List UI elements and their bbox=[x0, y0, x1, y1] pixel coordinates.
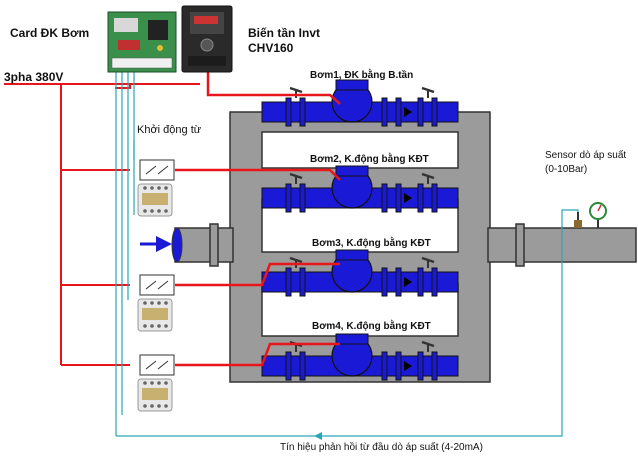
power-lines bbox=[4, 70, 341, 367]
starter-2 bbox=[137, 159, 175, 217]
pump1-label: Bơm1, ĐK bằng B.tần bbox=[310, 70, 414, 81]
pump2-label: Bơm2, K.động bằng KĐT bbox=[310, 154, 429, 165]
pump-2 bbox=[261, 165, 459, 213]
inverter-label-line2: CHV160 bbox=[248, 41, 294, 55]
check-valve-icon bbox=[404, 361, 412, 371]
sensor-label-line2: (0-10Bar) bbox=[545, 164, 588, 175]
starter-label: Khởi động từ bbox=[137, 124, 202, 136]
check-valve-icon bbox=[404, 277, 412, 287]
feedback-arrow-icon bbox=[314, 432, 322, 440]
starter-4 bbox=[137, 354, 175, 412]
power-label: 3pha 380V bbox=[4, 70, 64, 84]
pressure-sensor-icon bbox=[574, 202, 607, 228]
check-valve-icon bbox=[404, 193, 412, 203]
starters bbox=[137, 159, 175, 412]
inlet-arrow-icon bbox=[140, 236, 172, 252]
starter-3 bbox=[137, 274, 175, 332]
control-card bbox=[107, 11, 177, 73]
pump-4 bbox=[261, 333, 459, 381]
card-label: Card ĐK Bơm bbox=[10, 26, 90, 40]
sensor-label-line1: Sensor dò áp suất bbox=[545, 150, 627, 161]
pump-1 bbox=[261, 79, 459, 127]
inverter bbox=[181, 5, 233, 73]
pump4-label: Bơm4, K.động bằng KĐT bbox=[312, 321, 431, 332]
pump-3 bbox=[261, 249, 459, 297]
pump3-label: Bơm3, K.động bằng KĐT bbox=[312, 238, 431, 249]
pumps bbox=[261, 79, 459, 381]
feedback-label: Tín hiệu phản hồi từ đầu dò áp suất (4-2… bbox=[280, 442, 483, 453]
inverter-label-line1: Biến tần Invt bbox=[248, 26, 321, 40]
check-valve-icon bbox=[404, 107, 412, 117]
